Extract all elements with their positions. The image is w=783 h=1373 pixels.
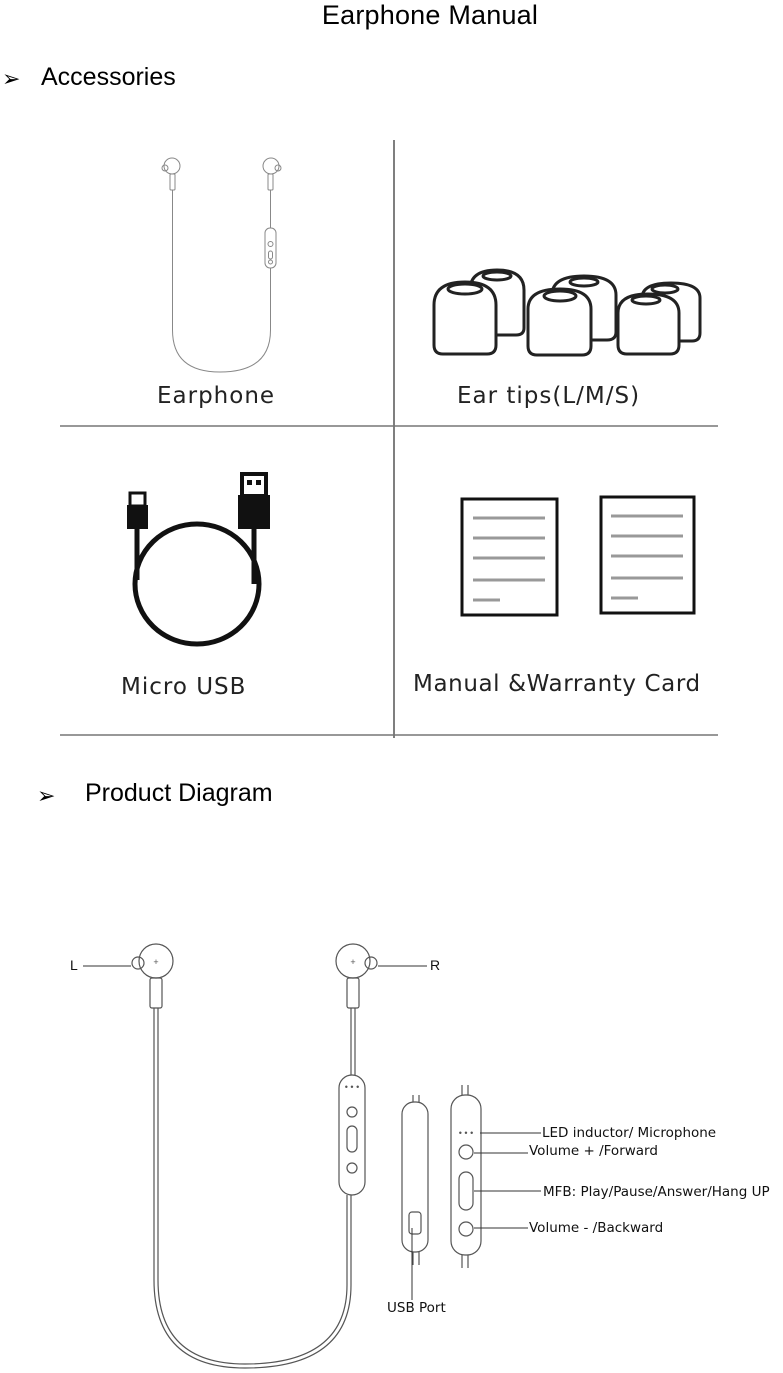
- label-left: L: [70, 957, 78, 973]
- earphone-label: Earphone: [157, 383, 276, 409]
- label-volume-up: Volume + /Forward: [529, 1143, 658, 1159]
- ear-tips-label: Ear tips(L/M/S): [457, 383, 641, 409]
- label-led-microphone: LED inductor/ Microphone: [542, 1125, 717, 1141]
- svg-text:+: +: [153, 957, 158, 967]
- inline-remote: • • •: [338, 1074, 366, 1196]
- micro-usb-illustration: [127, 472, 270, 647]
- accessories-heading: Accessories: [41, 63, 176, 91]
- product-diagram-heading: Product Diagram: [85, 779, 273, 807]
- svg-text:+: +: [350, 957, 355, 967]
- label-usb-port: USB Port: [387, 1300, 446, 1316]
- left-earbud-icon: +: [131, 943, 174, 1009]
- ear-tips-illustration: [432, 268, 702, 357]
- earphone-cable: [153, 1008, 356, 1369]
- accessories-bullet-icon: ➢: [2, 66, 21, 91]
- label-volume-down: Volume - /Backward: [529, 1220, 664, 1236]
- label-right: R: [430, 957, 441, 973]
- earphone-illustration: [161, 157, 282, 373]
- remote-side-view: [401, 1095, 429, 1265]
- manual-card-illustration: [460, 495, 696, 617]
- micro-usb-label: Micro USB: [121, 674, 247, 700]
- page-title: Earphone Manual: [321, 0, 539, 30]
- product-diagram-bullet-icon: ➢: [37, 783, 56, 808]
- remote-front-view: • • •: [450, 1085, 482, 1268]
- right-earbud-icon: +: [335, 943, 378, 1009]
- svg-text:• • •: • • •: [345, 1082, 359, 1092]
- label-leader-lines: [83, 965, 541, 1300]
- label-mfb: MFB: Play/Pause/Answer/Hang UP: [543, 1184, 770, 1200]
- manual-card-label: Manual &Warranty Card: [413, 671, 701, 697]
- svg-text:• • •: • • •: [459, 1128, 473, 1138]
